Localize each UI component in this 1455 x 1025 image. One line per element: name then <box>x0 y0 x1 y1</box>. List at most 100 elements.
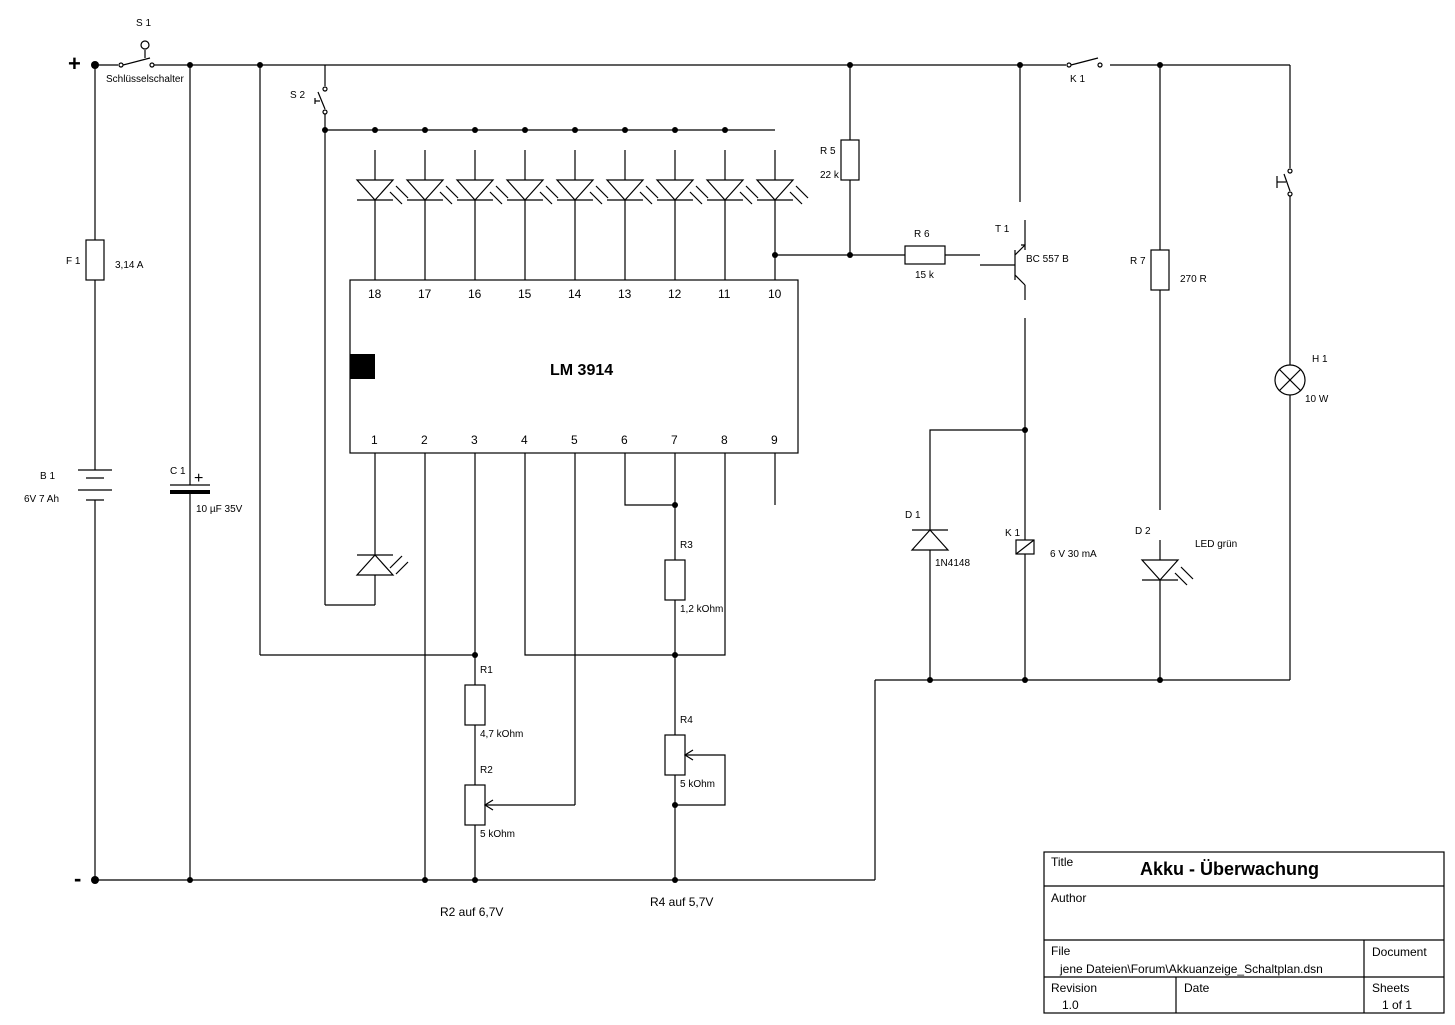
sheets-label: Sheets <box>1372 981 1409 995</box>
s1-ref: S 1 <box>136 18 151 29</box>
file-value: jene Dateien\Forum\Akkuanzeige_Schaltpla… <box>1059 962 1323 976</box>
r3-ref: R3 <box>680 540 693 551</box>
r3-value: 1,2 kOhm <box>680 604 723 615</box>
ic-pin-6: 6 <box>621 433 628 447</box>
relay-contact-k1: K 1 <box>1066 57 1103 85</box>
b1-ref: B 1 <box>40 471 55 482</box>
battery-b1: B 1 6V 7 Ah <box>24 469 112 505</box>
ic-pin-17: 17 <box>418 287 432 301</box>
document-label: Document <box>1372 945 1427 959</box>
k1-contact-ref: K 1 <box>1070 74 1085 85</box>
ic-pin-8: 8 <box>721 433 728 447</box>
r4-value: 5 kOhm <box>680 779 715 790</box>
revision-label: Revision <box>1051 981 1097 995</box>
t1-value: BC 557 B <box>1026 254 1069 265</box>
ic-pin-2: 2 <box>421 433 428 447</box>
ic-pin-13: 13 <box>618 287 632 301</box>
r2-value: 5 kOhm <box>480 829 515 840</box>
led-6 <box>605 150 659 280</box>
ic-pin-12: 12 <box>668 287 682 301</box>
d2-ref: D 2 <box>1135 526 1151 537</box>
d1-value: 1N4148 <box>935 558 970 569</box>
c1-ref: C 1 <box>170 466 186 477</box>
ic-pin-4: 4 <box>521 433 528 447</box>
file-label: File <box>1051 944 1071 958</box>
r1-ref: R1 <box>480 665 493 676</box>
relay-ref: K 1 <box>1005 528 1020 539</box>
date-label: Date <box>1184 981 1210 995</box>
led-bar <box>355 150 809 280</box>
note-r2: R2 auf 6,7V <box>440 905 503 919</box>
f1-ref: F 1 <box>66 256 81 267</box>
r7-value: 270 R <box>1180 274 1207 285</box>
r1-r2-chain: R1 4,7 kOhm R2 5 kOhm <box>464 453 575 880</box>
fuse-f1: F 1 3,14 A <box>66 239 144 281</box>
revision-value: 1.0 <box>1062 998 1079 1012</box>
ic-pin-3: 3 <box>471 433 478 447</box>
plus-terminal: + <box>68 51 81 76</box>
h1-ref: H 1 <box>1312 354 1328 365</box>
junction-dots <box>91 61 1163 884</box>
relay-k1: K 1 6 V 30 mA <box>1005 430 1097 680</box>
led-8 <box>705 150 759 280</box>
d2-value: LED grün <box>1195 539 1237 550</box>
diode-d1: D 1 1N4148 <box>905 429 1025 680</box>
s2-ref: S 2 <box>290 90 305 101</box>
ic-pin-11: 11 <box>718 287 731 301</box>
title-value: Akku - Überwachung <box>1140 859 1319 879</box>
sheets-value: 1 of 1 <box>1382 998 1412 1012</box>
r2-ref: R2 <box>480 765 493 776</box>
c1-value: 10 µF 35V <box>196 504 243 515</box>
r7-ref: R 7 <box>1130 256 1146 267</box>
pin4-pin8-wire <box>524 453 726 656</box>
d1-ref: D 1 <box>905 510 921 521</box>
switch-s2: S 2 <box>290 65 775 606</box>
pin6-wire <box>624 453 675 506</box>
title-block: Title Akku - Überwachung Author File jen… <box>1043 851 1445 1014</box>
ic-pin-15: 15 <box>518 287 532 301</box>
ic-pin-18: 18 <box>368 287 382 301</box>
r5-ref: R 5 <box>820 146 836 157</box>
led-4 <box>505 150 559 280</box>
ic-name: LM 3914 <box>550 362 613 379</box>
switch-s1: S 1 Schlüsselschalter <box>106 18 184 85</box>
led-3 <box>455 150 509 280</box>
led-5 <box>555 150 609 280</box>
ic-pin-5: 5 <box>571 433 578 447</box>
r7-d2-branch: R 7 270 R D 2 LED grün <box>1130 65 1237 680</box>
r5-value: 22 k <box>820 170 840 181</box>
r1-value: 4,7 kOhm <box>480 729 523 740</box>
led-2 <box>405 150 459 280</box>
ic-pin-7: 7 <box>671 433 678 447</box>
led-1 <box>355 150 409 280</box>
note-r4: R4 auf 5,7V <box>650 895 713 909</box>
ic-pin-14: 14 <box>568 287 582 301</box>
r6-value: 15 k <box>915 270 935 281</box>
transistor-t1: T 1 BC 557 B <box>995 65 1069 430</box>
r4-ref: R4 <box>680 715 693 726</box>
relay-value: 6 V 30 mA <box>1050 549 1097 560</box>
ic-pin-16: 16 <box>468 287 482 301</box>
r6-ref: R 6 <box>914 229 930 240</box>
capacitor-c1: + C 1 10 µF 35V <box>170 466 243 515</box>
title-label: Title <box>1051 855 1074 869</box>
led-9 <box>755 150 809 280</box>
c1-polarity: + <box>194 470 203 487</box>
t1-ref: T 1 <box>995 224 1010 235</box>
r5-r6-network: R 5 22 k R 6 15 k <box>775 65 1015 281</box>
f1-value: 3,14 A <box>115 260 144 271</box>
ic-pin-9: 9 <box>771 433 778 447</box>
led-7 <box>655 150 709 280</box>
r3-r4-chain: R3 1,2 kOhm R4 5 kOhm <box>664 453 726 880</box>
author-label: Author <box>1051 891 1086 905</box>
rail-wires <box>94 64 1290 881</box>
b1-value: 6V 7 Ah <box>24 494 59 505</box>
h1-value: 10 W <box>1305 394 1329 405</box>
ic-pin-1: 1 <box>371 433 378 447</box>
s1-name: Schlüsselschalter <box>106 74 184 85</box>
ic-pin-10: 10 <box>768 287 782 301</box>
led-pin1 <box>355 453 409 605</box>
minus-terminal: - <box>74 866 81 891</box>
